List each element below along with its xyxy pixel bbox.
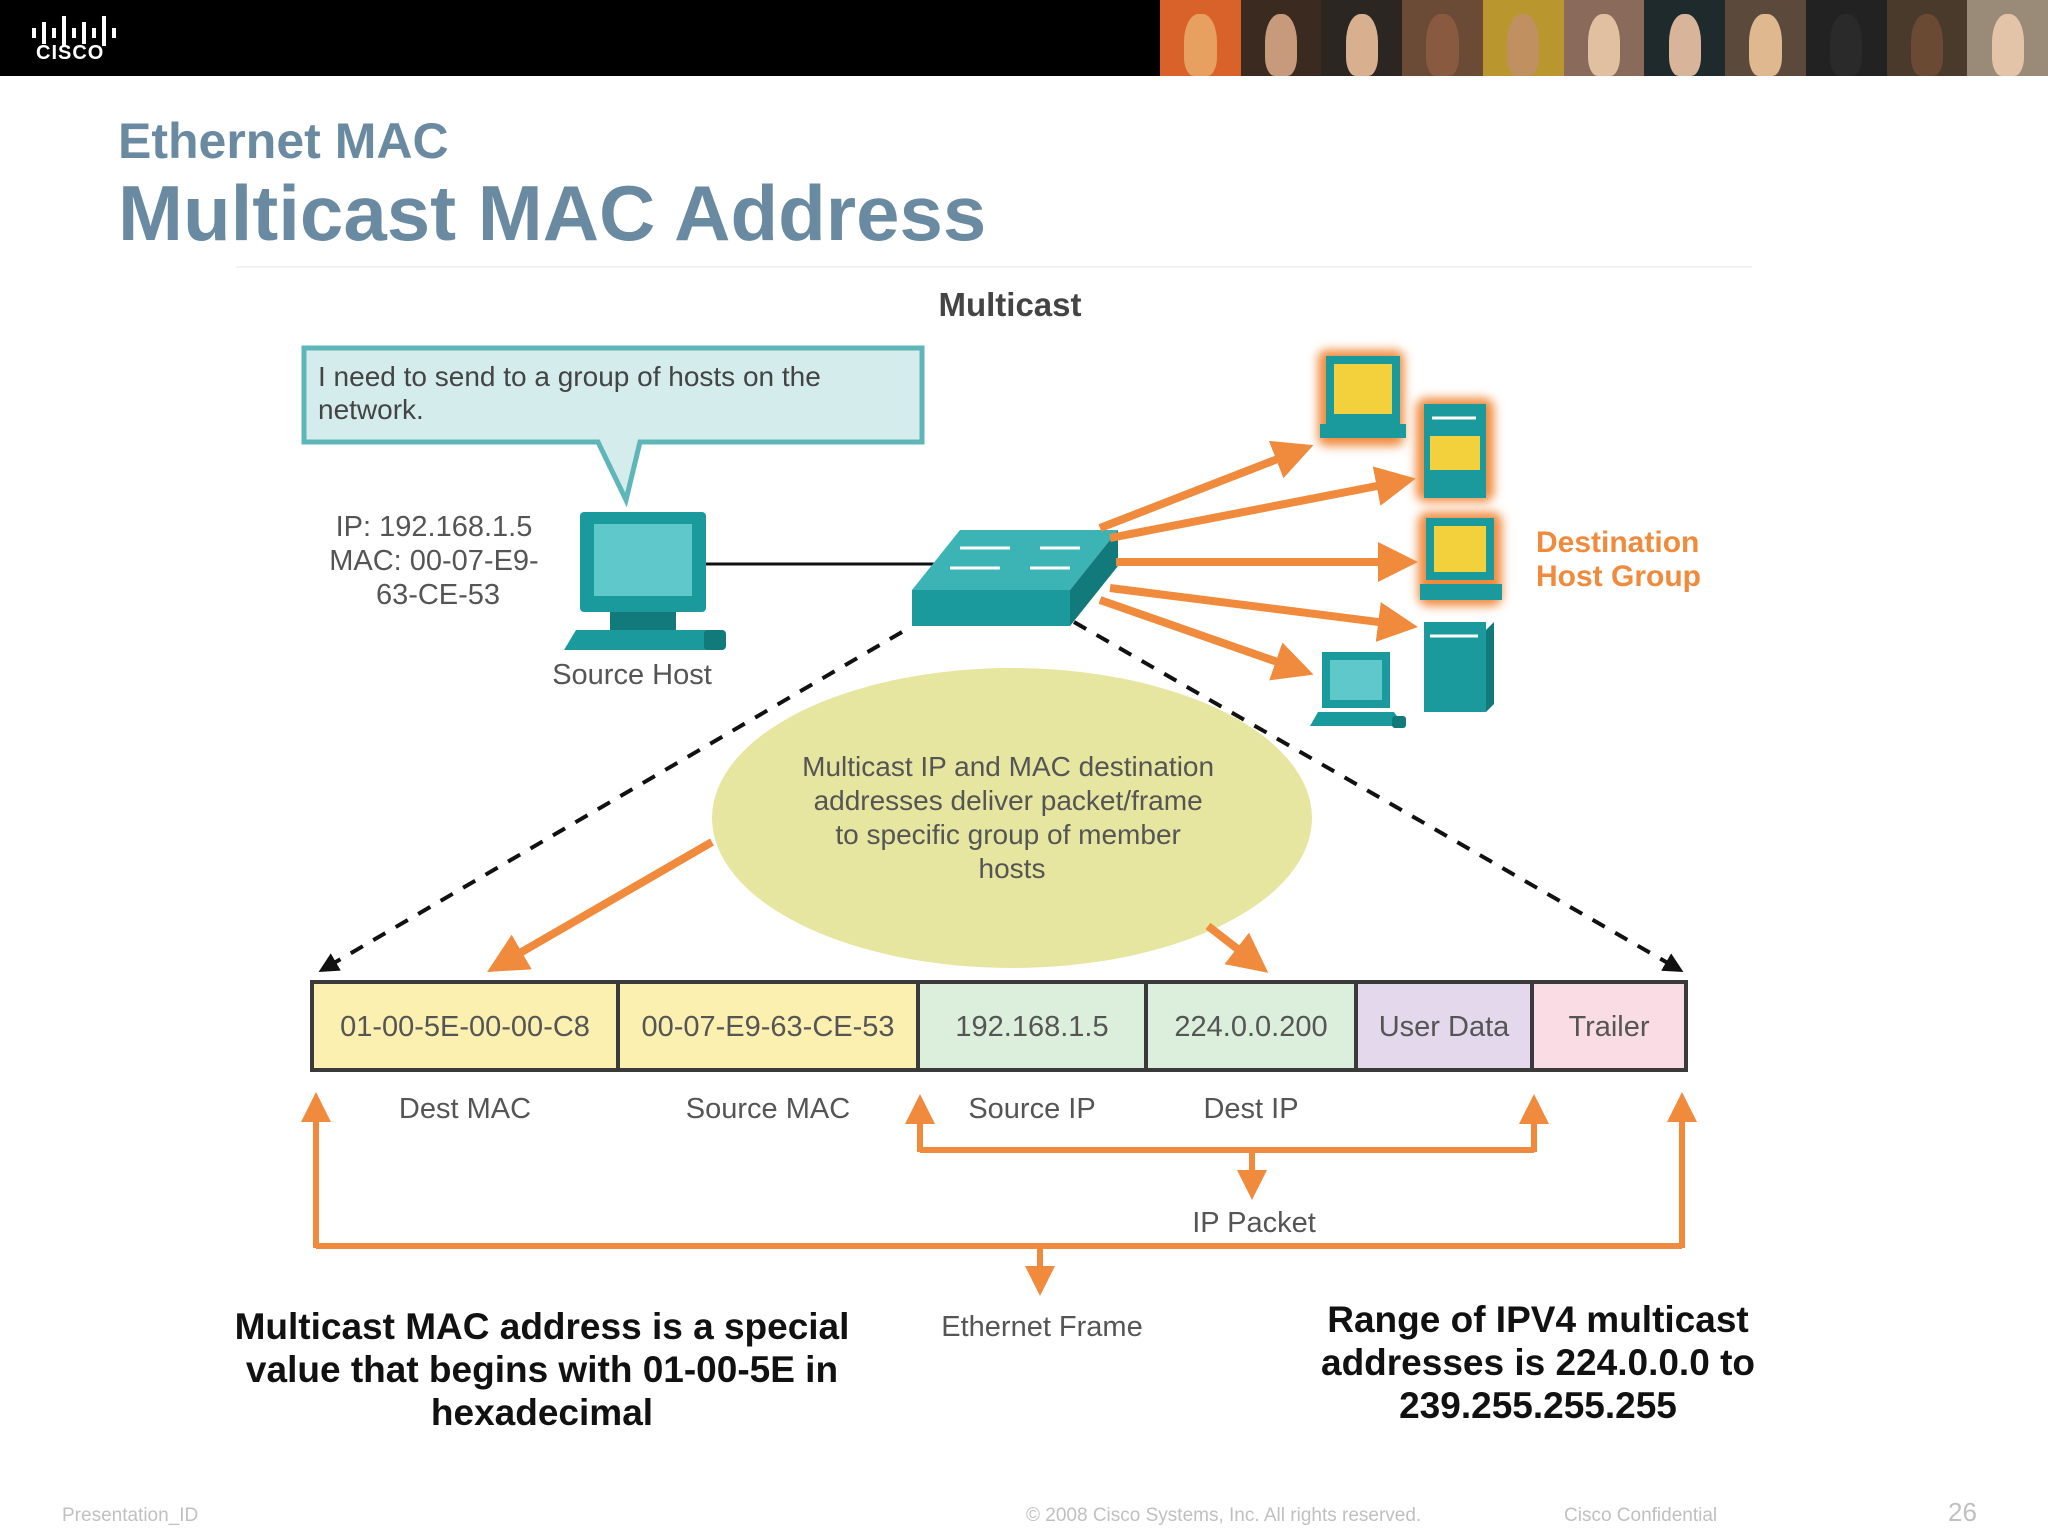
slide-subtitle: Ethernet MAC bbox=[118, 113, 449, 169]
speech-bubble-line-1: I need to send to a group of hosts on th… bbox=[318, 361, 821, 392]
frame-field-label: Source MAC bbox=[686, 1093, 850, 1125]
ethernet-frame-bracket bbox=[301, 1092, 1697, 1296]
header-photo bbox=[1402, 0, 1483, 76]
svg-text:Destination Host Group: Destination Host Group bbox=[1536, 526, 1708, 593]
header-photo bbox=[1805, 0, 1887, 76]
frame-field-value: 00-07-E9-63-CE-53 bbox=[641, 1011, 894, 1043]
frame-dashed-lines bbox=[318, 620, 1684, 973]
destination-host-3-icon bbox=[1418, 512, 1502, 606]
ellipse-line-4: hosts bbox=[979, 853, 1046, 884]
frame-field-value: 01-00-5E-00-00-C8 bbox=[340, 1011, 590, 1043]
source-ip-text: IP: 192.168.1.5 bbox=[336, 511, 533, 543]
footer-page-number: 26 bbox=[1948, 1497, 1977, 1527]
ellipse-line-1: Multicast IP and MAC destination bbox=[802, 751, 1214, 782]
header-photo-face bbox=[1910, 14, 1944, 76]
svg-text:I need to send to a group of h: I need to send to a group of hosts on th… bbox=[318, 361, 829, 425]
cisco-logo-icon bbox=[32, 16, 116, 46]
frame-field-box bbox=[1530, 980, 1688, 1072]
header-photo bbox=[1886, 0, 1968, 76]
diagram-heading: Multicast bbox=[938, 286, 1081, 323]
header-photo bbox=[1563, 0, 1645, 76]
header-bar: CISCO bbox=[0, 0, 2048, 76]
frame-field-box bbox=[310, 980, 620, 1072]
footer-copyright: © 2008 Cisco Systems, Inc. All rights re… bbox=[1026, 1505, 1422, 1526]
header-photo-face bbox=[1749, 14, 1782, 76]
frame-field-label: Source IP bbox=[968, 1093, 1095, 1125]
footer-confidential: Cisco Confidential bbox=[1564, 1505, 1718, 1526]
header-photo-face bbox=[1264, 14, 1298, 76]
header-photo-face bbox=[1991, 14, 2024, 76]
speech-bubble-line-2: network. bbox=[318, 394, 424, 425]
svg-text:Multicast IP and MAC destinati: Multicast IP and MAC destination address… bbox=[802, 751, 1222, 884]
header-photo bbox=[1967, 0, 2048, 76]
header-photo bbox=[1725, 0, 1806, 76]
frame-field-value: 192.168.1.5 bbox=[955, 1011, 1108, 1043]
ellipse-line-2: addresses deliver packet/frame bbox=[814, 785, 1203, 816]
frame-field-label: Dest MAC bbox=[399, 1093, 531, 1125]
ip-packet-bracket bbox=[905, 1094, 1549, 1200]
note-multicast-mac: Multicast MAC address is a special value… bbox=[234, 1306, 850, 1433]
frame-field-value: 224.0.0.200 bbox=[1174, 1011, 1327, 1043]
header-photo-face bbox=[1345, 14, 1378, 76]
header-photo-face bbox=[1507, 14, 1540, 76]
switch-icon bbox=[912, 530, 1118, 626]
header-photo-face bbox=[1830, 14, 1863, 76]
header-photo bbox=[1240, 0, 1322, 76]
frame-field-value: User Data bbox=[1379, 1011, 1510, 1043]
footer-presentation-id: Presentation_ID bbox=[62, 1505, 199, 1526]
header-photo-strip bbox=[1160, 0, 2048, 76]
source-host-label: Source Host bbox=[552, 659, 712, 691]
frame-field-box bbox=[1354, 980, 1534, 1072]
destination-host-2-icon bbox=[1416, 398, 1494, 502]
multicast-arrows bbox=[1098, 440, 1418, 681]
diagram-divider bbox=[236, 266, 1752, 268]
slide-title: Multicast MAC Address bbox=[118, 169, 987, 257]
destination-group-label-2: Host Group bbox=[1536, 560, 1701, 593]
header-photo-face bbox=[1668, 14, 1701, 76]
frame-field-label: Dest IP bbox=[1203, 1093, 1298, 1125]
source-mac-text-1: MAC: 00-07-E9- bbox=[329, 545, 539, 577]
svg-text:IP: 192.168.1.5 MAC: 00-07: IP: 192.168.1.5 MAC: 00-07-E9- 63-CE-53 bbox=[329, 511, 547, 611]
header-photo bbox=[1160, 0, 1241, 76]
ip-packet-label: IP Packet bbox=[1192, 1207, 1316, 1239]
ethernet-frame-label: Ethernet Frame bbox=[941, 1311, 1142, 1343]
header-photo bbox=[1321, 0, 1403, 76]
non-member-computer-icon bbox=[1310, 652, 1406, 728]
destination-host-1-icon bbox=[1318, 350, 1406, 446]
header-photo-face bbox=[1587, 14, 1621, 76]
ellipse-arrows bbox=[487, 838, 1269, 973]
note-ipv4-range: Range of IPV4 multicast addresses is 224… bbox=[1321, 1299, 1755, 1426]
frame-field-value: Trailer bbox=[1568, 1011, 1649, 1043]
cisco-logo-word: CISCO bbox=[36, 42, 105, 64]
ellipse-line-3: to specific group of member bbox=[835, 819, 1181, 850]
header-photo-face bbox=[1184, 14, 1217, 76]
header-photo bbox=[1482, 0, 1564, 76]
destination-group-label-1: Destination bbox=[1536, 526, 1699, 559]
source-host-computer-icon bbox=[564, 512, 726, 650]
non-member-server-icon bbox=[1424, 622, 1494, 712]
source-mac-text-2: 63-CE-53 bbox=[376, 579, 500, 611]
header-photo bbox=[1644, 0, 1726, 76]
explanation-ellipse bbox=[712, 668, 1312, 968]
header-photo-face bbox=[1426, 14, 1459, 76]
frame-field-box bbox=[616, 980, 920, 1072]
speech-bubble: I need to send to a group of hosts on th… bbox=[301, 345, 925, 508]
